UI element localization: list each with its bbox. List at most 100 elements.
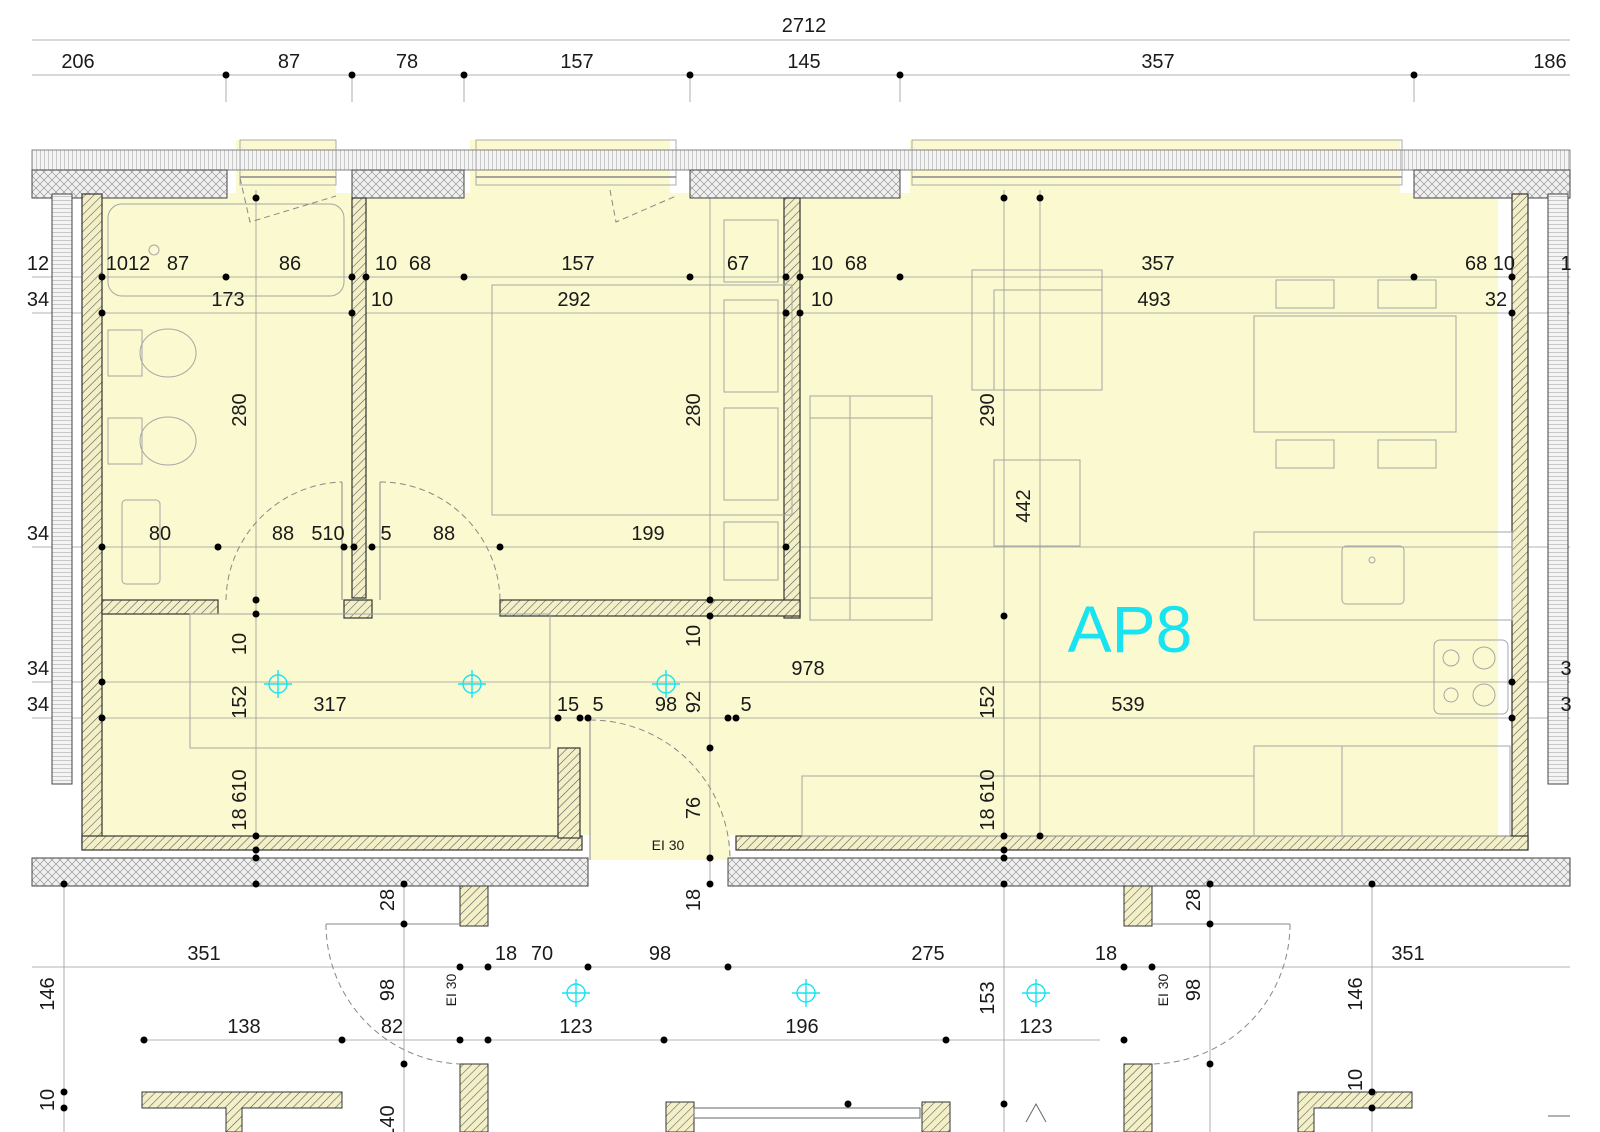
top-dim-label: 87	[278, 51, 300, 73]
top-dim-label: 145	[787, 51, 820, 73]
dim-label: 88	[272, 523, 294, 545]
row4-dimensions: 34 978 3	[27, 658, 1572, 680]
dim-label: 146	[37, 977, 59, 1010]
dim-label: 87	[167, 253, 189, 275]
dim-label: 98	[649, 943, 671, 965]
dim-label: 152	[229, 685, 251, 718]
dim-label: 199	[631, 523, 664, 545]
dim-label: 493	[1137, 289, 1170, 311]
dim-label: 80	[149, 523, 171, 545]
top-dimensions: 2712 206 87 78 157 145 357 186	[61, 15, 1566, 73]
dim-label: 18	[1095, 943, 1117, 965]
row3-dimensions: 34 80 88 510 5 88 199	[27, 523, 665, 545]
dim-label: 317	[313, 694, 346, 716]
dim-label: 98	[1183, 979, 1205, 1001]
dim-label: 539	[1111, 694, 1144, 716]
vertical-dimensions: 280 280 290 442 10 10 152 92 152 18 610 …	[37, 393, 1367, 1132]
dim-label: 173	[211, 289, 244, 311]
dim-label: 123	[559, 1016, 592, 1038]
dim-label: 10	[811, 289, 833, 311]
dim-label: 157	[561, 253, 594, 275]
dim-label: 280	[229, 393, 251, 426]
dim-label: 68	[409, 253, 431, 275]
fire-rating-tag: EI 30	[443, 973, 459, 1006]
top-dim-label: 206	[61, 51, 94, 73]
dim-label: 10	[683, 625, 705, 647]
dim-label: 82	[381, 1016, 403, 1038]
dim-label: 70	[531, 943, 553, 965]
misc-symbols	[693, 1102, 1570, 1123]
crosshair-markers	[264, 670, 1050, 1007]
dim-label: 10	[37, 1089, 59, 1111]
dimension-markers	[60, 71, 1516, 1112]
dim-label: 196	[785, 1016, 818, 1038]
dim-label: 292	[557, 289, 590, 311]
dim-label: 1012	[106, 253, 151, 275]
fire-rating-tag: EI 30	[652, 837, 685, 853]
dim-label: 28	[1183, 889, 1205, 911]
dim-label: 351	[187, 943, 220, 965]
dim-label: 357	[1141, 253, 1174, 275]
dim-label: 34	[27, 694, 49, 716]
fire-rating-tag: EI 30	[1155, 973, 1171, 1006]
dim-label: 98	[377, 979, 399, 1001]
dim-label: 68	[845, 253, 867, 275]
crosshair-icon	[1022, 979, 1050, 1007]
crosshair-icon	[792, 979, 820, 1007]
dim-label: 34	[27, 523, 49, 545]
top-dim-label: 78	[396, 51, 418, 73]
dim-label: 18 610	[229, 769, 251, 830]
dim-label: 98	[655, 694, 677, 716]
dim-label: 18	[495, 943, 517, 965]
dim-label: 18 610	[977, 769, 999, 830]
dim-label: 442	[1013, 489, 1035, 522]
dim-label: 10	[371, 289, 393, 311]
dim-label: 68 10	[1465, 253, 1515, 275]
dim-label: 153	[977, 981, 999, 1014]
top-dim-label: 357	[1141, 51, 1174, 73]
bottom-dimensions: 351 18 70 98 275 18 351 138 82 123 196 1…	[187, 943, 1424, 1038]
row5-dimensions: 34 317 15 5 98 5 539 3	[27, 694, 1572, 716]
dim-label: 28	[377, 889, 399, 911]
dim-label: 67	[727, 253, 749, 275]
dim-label: 3	[1560, 658, 1571, 680]
dim-label: 18	[683, 889, 705, 911]
row2-dimensions: 34 173 10 292 10 493 32	[27, 289, 1507, 311]
dim-label: 978	[791, 658, 824, 680]
dim-label: 10	[375, 253, 397, 275]
dim-label: 5	[592, 694, 603, 716]
dim-label: 152	[977, 685, 999, 718]
dim-label: 280	[683, 393, 705, 426]
dim-label: 123	[1019, 1016, 1052, 1038]
dim-label: 86	[279, 253, 301, 275]
dim-label: 3	[1560, 694, 1571, 716]
dim-label: 32	[1485, 289, 1507, 311]
dim-label: 5	[740, 694, 751, 716]
dim-label: 76	[683, 797, 705, 819]
dim-label: 138	[227, 1016, 260, 1038]
interior-walls	[101, 197, 1413, 1132]
dim-label: 351	[1391, 943, 1424, 965]
dim-label: 12	[27, 253, 49, 275]
crosshair-icon	[562, 979, 590, 1007]
dim-label: 15	[557, 694, 579, 716]
furniture	[107, 203, 1513, 837]
dim-label: 275	[911, 943, 944, 965]
dim-label: 92	[683, 691, 705, 713]
dim-label: 10	[229, 633, 251, 655]
fire-rating-tags: EI 30 EI 30 EI 30	[443, 837, 1171, 1006]
dim-label: 510	[311, 523, 344, 545]
crosshair-icon	[652, 670, 680, 698]
row1-dimensions: 12 1012 87 86 10 68 157 67 10 68 357 68 …	[27, 253, 1572, 275]
dim-label: 10	[811, 253, 833, 275]
top-dim-label: 157	[560, 51, 593, 73]
exterior-walls	[31, 139, 1571, 887]
total-width-label: 2712	[782, 15, 827, 37]
dim-label: 5	[380, 523, 391, 545]
dim-label: 1	[1560, 253, 1571, 275]
crosshair-icon	[458, 670, 486, 698]
apartment-label: AP8	[1068, 592, 1193, 666]
dim-label: 290	[977, 393, 999, 426]
dim-label: 34	[27, 289, 49, 311]
